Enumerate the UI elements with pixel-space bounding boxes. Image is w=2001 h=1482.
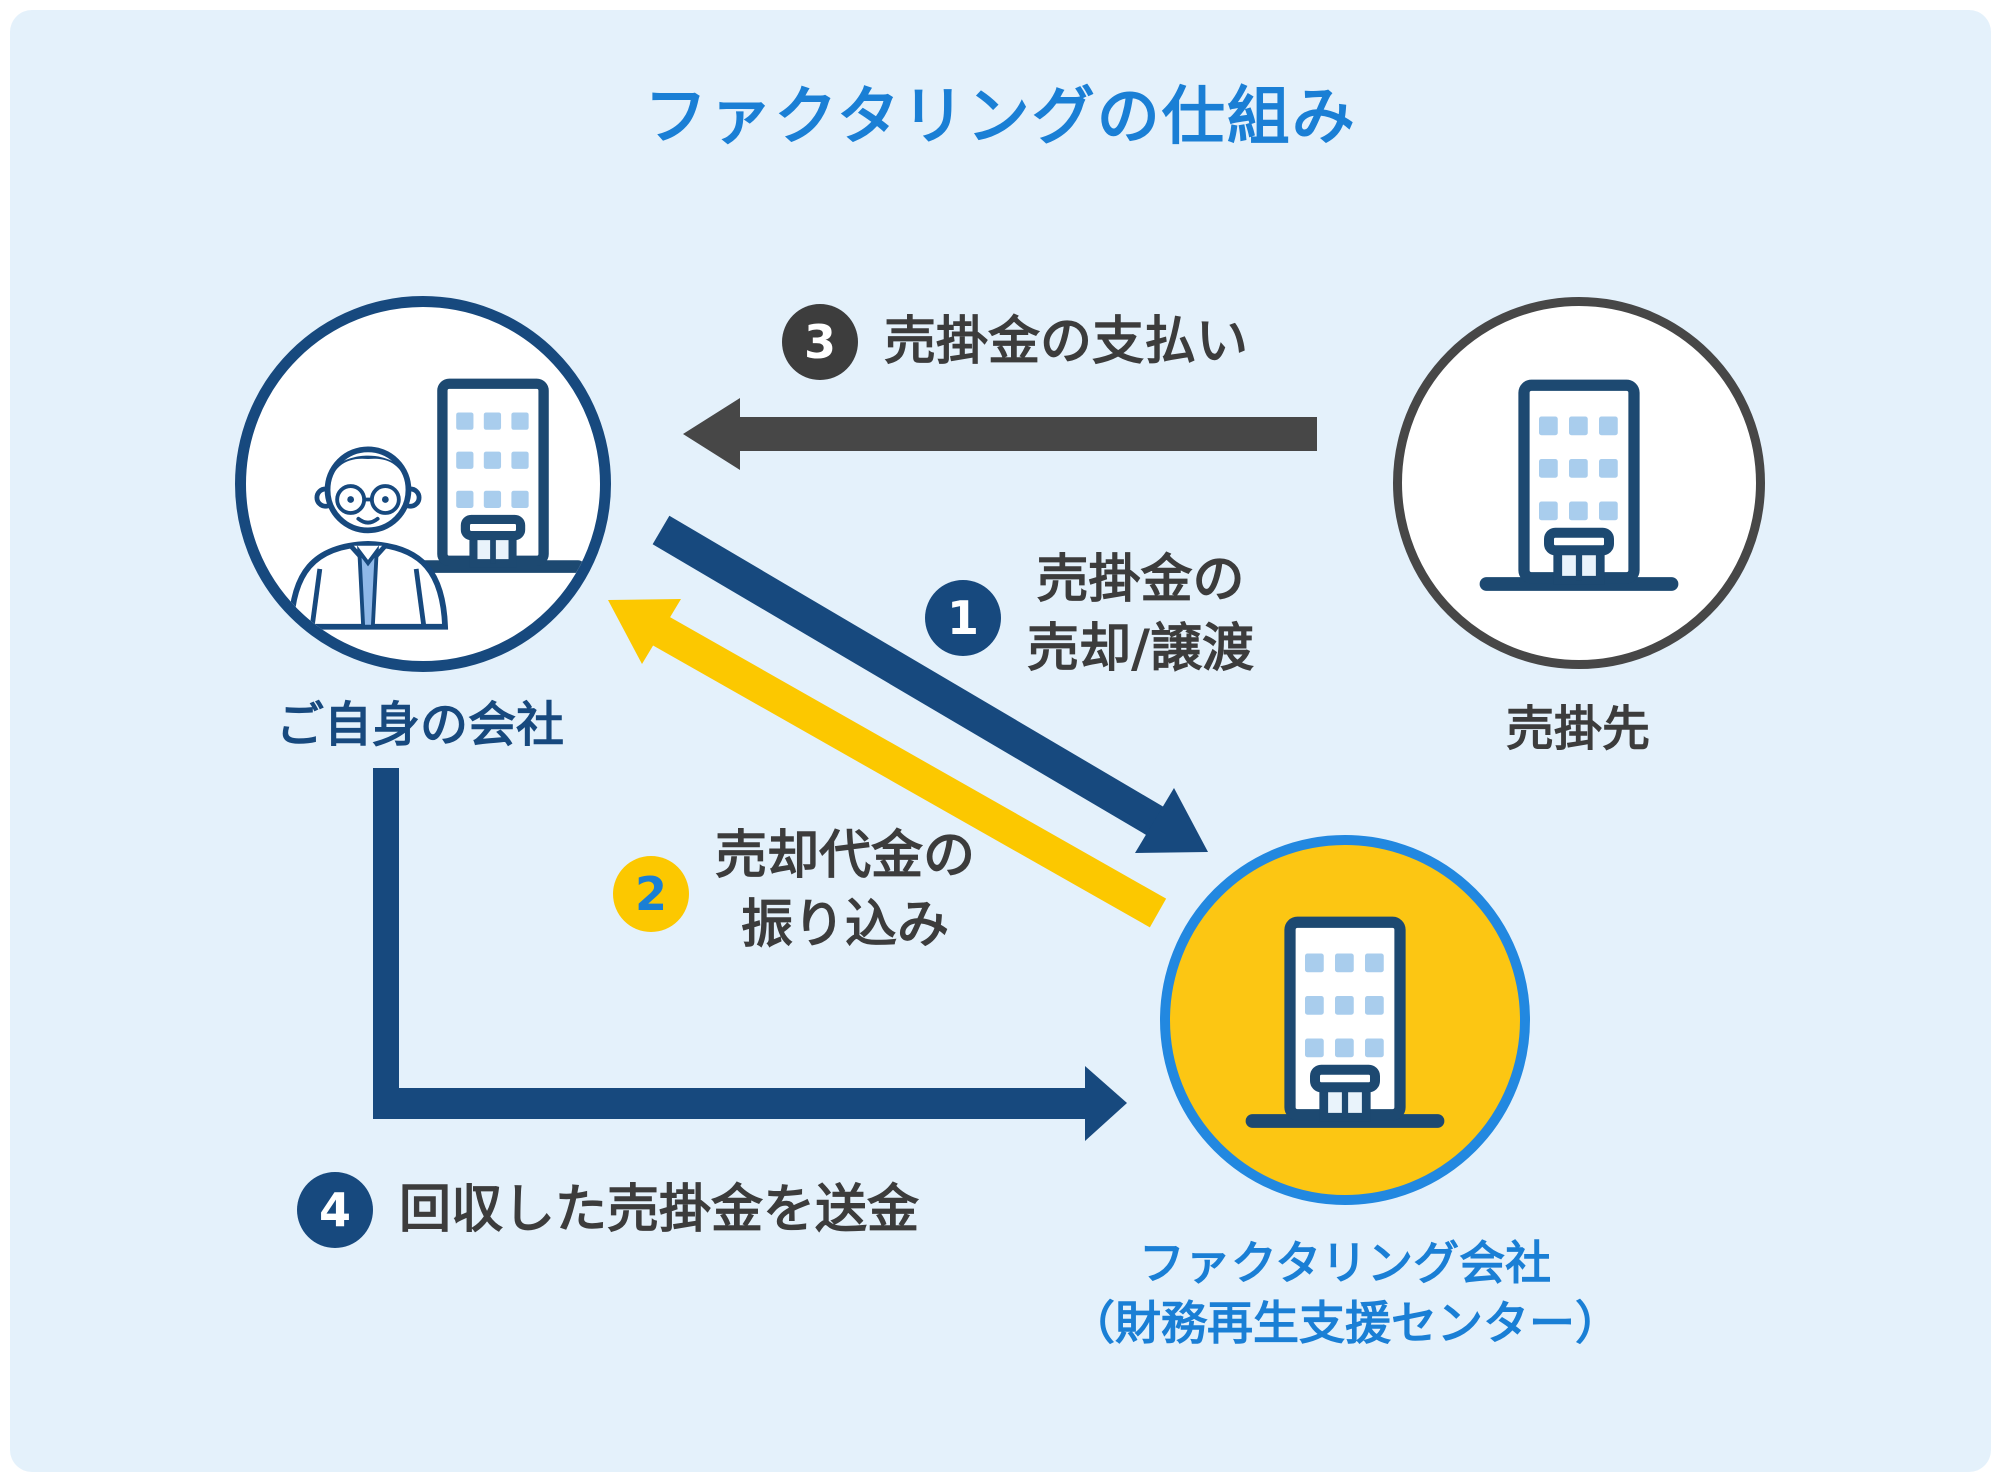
factoring-label-line1: ファクタリング会社: [1138, 1236, 1552, 1290]
step1-label-group: 1 売掛金の 売却/譲渡: [925, 550, 1254, 683]
own-company-label: ご自身の会社: [275, 697, 564, 753]
step1-label-line2: 売却/譲渡: [1027, 618, 1254, 679]
step1-number-badge: 1: [925, 579, 1001, 656]
step2-label-group: 2 売却代金の 振り込み: [613, 826, 975, 959]
step3-label-group: 3 売掛金の支払い: [782, 304, 1248, 380]
factoring-company-node: [1160, 835, 1530, 1205]
step2-label-line1: 売却代金の: [715, 826, 976, 886]
step4-label: 回収した売掛金を送金: [399, 1179, 920, 1240]
person-icon: [287, 446, 449, 630]
own-company-node: [235, 296, 611, 672]
step4-label-group: 4 回収した売掛金を送金: [297, 1172, 919, 1248]
step3-number-badge: 3: [782, 304, 858, 380]
customer-node: [1393, 297, 1765, 669]
step4-number-badge: 4: [297, 1172, 373, 1248]
factoring-company-label: ファクタリング会社 （財務再生支援センター）: [1020, 1234, 1670, 1354]
factoring-label-line2: （財務再生支援センター）: [1069, 1295, 1621, 1350]
step3-label: 売掛金の支払い: [884, 311, 1249, 372]
step2-label-line2: 振り込み: [741, 894, 950, 955]
page-title: ファクタリングの仕組み: [644, 80, 1357, 153]
building-icon: [1454, 354, 1704, 604]
building-icon: [1220, 891, 1470, 1141]
step2-number-badge: 2: [613, 855, 689, 932]
customer-label: 売掛先: [1505, 701, 1650, 757]
step1-label-line1: 売掛金の: [1036, 550, 1245, 610]
